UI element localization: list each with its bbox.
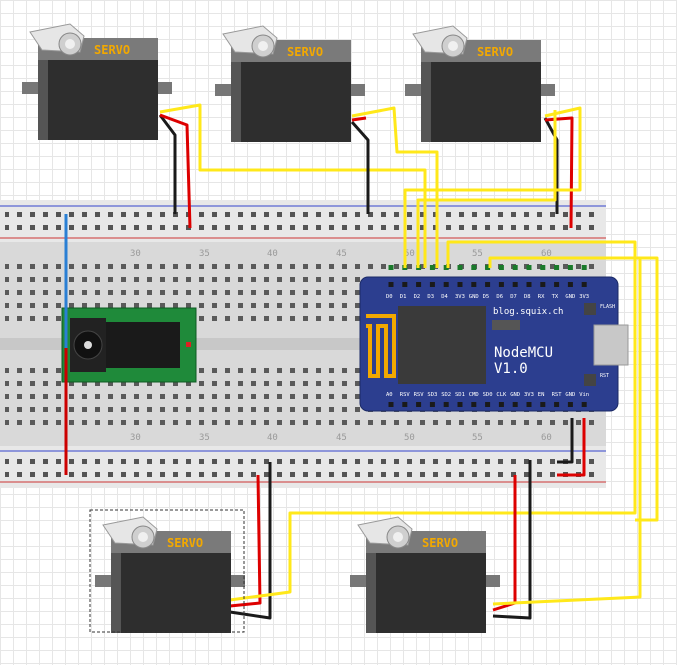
top-pin-label: D1 (400, 294, 407, 300)
bottom-pin-label: CMD (469, 392, 479, 398)
servo-motor-1: SERVO (22, 23, 172, 140)
wire-servo5-gnd (492, 460, 532, 620)
wire-servo3-signal-b (416, 110, 557, 268)
top-pin-label: 3V3 (579, 294, 589, 300)
wire-servo2-gnd (350, 121, 370, 214)
top-pin-label: D5 (483, 294, 490, 300)
top-pin-label: 3V3 (455, 294, 465, 300)
col-num-35: 35 (199, 249, 210, 259)
flash-label: FLASH (600, 304, 615, 310)
wire-servo5-vcc (492, 475, 517, 612)
wire-servo1-signal (159, 103, 427, 268)
usb-port (593, 324, 629, 366)
wire-board-vin (557, 418, 586, 477)
col-num-40-b: 40 (267, 433, 278, 443)
reset-button[interactable] (584, 374, 596, 386)
servo-label: SERVO (422, 536, 458, 550)
servo-label: SERVO (94, 43, 130, 57)
servo-label: SERVO (477, 45, 513, 59)
bottom-pin-label: GND (565, 392, 575, 398)
servo-label: SERVO (167, 536, 203, 550)
rail-bottom-holes (5, 453, 595, 479)
rst-label: RST (600, 373, 609, 379)
wire-servo5-signal-b (630, 256, 659, 522)
wire-servo4-gnd (229, 462, 272, 620)
board-name: NodeMCU (494, 345, 553, 361)
col-num-55-b: 55 (472, 433, 483, 443)
servo-motor-4: SERVO (95, 516, 245, 633)
top-pin-label: TX (552, 294, 559, 300)
top-pin-label: GND (565, 294, 575, 300)
board-version: V1.0 (494, 361, 528, 377)
servo-label: SERVO (287, 45, 323, 59)
esp-shield (398, 306, 486, 384)
wire-servo1-gnd (158, 114, 177, 214)
top-pin-label: GND (469, 294, 479, 300)
wire-servo2-vcc (351, 116, 367, 122)
col-num-40: 40 (267, 249, 278, 259)
bottom-pin-label: SD3 (427, 392, 437, 398)
top-pin-label: D0 (386, 294, 393, 300)
dc-barrel-jack (61, 307, 197, 383)
bottom-pin-label: EN (538, 392, 545, 398)
servo-motor-5: SERVO (350, 516, 500, 633)
top-pin-label: D3 (427, 294, 434, 300)
top-pin-label: D4 (441, 294, 448, 300)
wire-servo3-signal (403, 106, 582, 268)
col-num-30: 30 (130, 249, 141, 259)
bottom-pin-label: RSV (414, 392, 425, 398)
top-pin-label: D6 (496, 294, 503, 300)
top-pin-label: D7 (510, 294, 517, 300)
selection-box (89, 509, 245, 633)
flash-button[interactable] (584, 303, 596, 315)
col-num-30-b: 30 (130, 433, 141, 443)
bottom-pin-label: SD0 (483, 392, 493, 398)
bottom-pin-label: Vin (579, 392, 589, 398)
top-pin-label: RX (538, 294, 545, 300)
col-num-45: 45 (336, 249, 347, 259)
col-num-60-b: 60 (541, 433, 552, 443)
col-num-50-b: 50 (404, 433, 415, 443)
wire-servo4-vcc (229, 474, 262, 608)
board-site: blog.squix.ch (493, 307, 563, 317)
top-pin-label: D8 (524, 294, 531, 300)
header-pins (388, 265, 587, 407)
wire-servo4-signal (229, 240, 637, 602)
col-num-50: 50 (404, 249, 415, 259)
antenna-trace (366, 314, 396, 378)
servo-motor-2: SERVO (215, 25, 365, 142)
wire-board-gnd (557, 418, 574, 464)
bottom-pin-label: 3V3 (524, 392, 534, 398)
bottom-pin-label: SD1 (455, 392, 465, 398)
servo-motor-3: SERVO (405, 25, 555, 142)
top-pin-label: D2 (414, 294, 421, 300)
col-num-60: 60 (541, 249, 552, 259)
col-num-35-b: 35 (199, 433, 210, 443)
bottom-pin-label: CLK (496, 392, 507, 398)
bottom-pin-label: RST (552, 392, 563, 398)
bottom-pin-label: A0 (386, 392, 393, 398)
col-num-45-b: 45 (336, 433, 347, 443)
bottom-pin-label: RSV (400, 392, 411, 398)
bottom-pin-label: SD2 (441, 392, 451, 398)
wire-servo1-vcc (159, 113, 192, 229)
col-num-55: 55 (472, 249, 483, 259)
rail-top-holes (5, 208, 595, 234)
bottom-pin-label: GND (510, 392, 520, 398)
top-pin-labels: D0 D1 D2 D3 D4 3V3 GND D5 D6 D7 D8 RX TX GND 3V3 (386, 294, 589, 300)
